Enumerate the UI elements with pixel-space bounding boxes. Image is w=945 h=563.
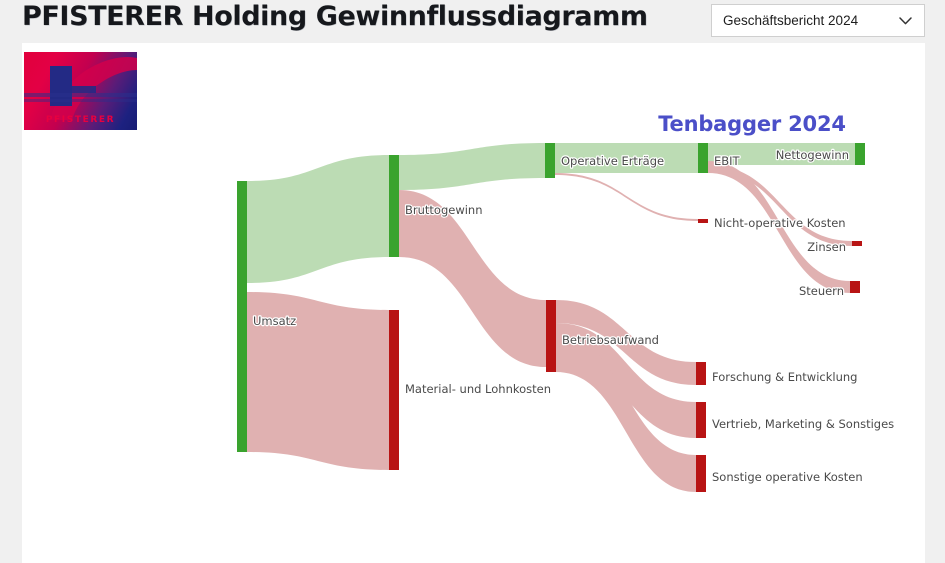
sankey-link [555,173,698,221]
sankey-node-label: Forschung & Entwicklung [712,370,857,384]
logo-wordmark: PFISTERER [45,115,116,125]
sankey-node-nicht_op[interactable] [698,219,708,223]
sankey-node-label: Sonstige operative Kosten [712,470,863,484]
sankey-node-material[interactable] [389,310,399,470]
app-header: PFISTERER Holding Gewinnflussdiagramm Ge… [0,0,945,43]
report-select[interactable]: Geschäftsbericht 2024 [711,4,925,37]
sankey-node-label: Steuern [799,284,844,298]
sankey-link [556,300,696,385]
sankey-node-label: Bruttogewinn [405,203,483,217]
sankey-node-zinsen[interactable] [852,241,862,246]
sankey-link [708,161,850,293]
sankey-node-label: Umsatz [253,314,296,328]
sankey-node-label: EBIT [714,154,741,168]
sankey-node-label: Vertrieb, Marketing & Sonstiges [712,417,894,431]
sankey-node-vertrieb[interactable] [696,402,706,438]
sankey-link [247,292,389,470]
sankey-node-label: Betriebsaufwand [562,333,659,347]
chevron-down-icon [894,4,916,37]
pfisterer-logo: PFISTERER [24,52,137,130]
sankey-node-nettogewinn[interactable] [855,143,865,165]
sankey-node-label: Material- und Lohnkosten [405,382,551,396]
sankey-node-steuern[interactable] [850,281,860,293]
page-title: PFISTERER Holding Gewinnflussdiagramm [22,1,648,32]
sankey-link [399,190,546,367]
sankey-links [247,143,855,492]
report-select-value: Geschäftsbericht 2024 [723,13,859,28]
sankey-node-label: Nicht-operative Kosten [714,216,846,230]
sankey-node-label: Nettogewinn [776,148,849,162]
sankey-node-fe[interactable] [696,362,706,385]
sankey-link [708,165,852,246]
sankey-nodes [237,143,865,492]
sankey-link [555,143,698,173]
sankey-node-op_ertraege[interactable] [545,143,555,178]
sankey-link [247,155,389,283]
sankey-node-label: Zinsen [807,240,846,254]
sankey-node-umsatz[interactable] [237,181,247,452]
logo-swoosh-icon [24,56,137,120]
sankey-node-bruttogewinn[interactable] [389,155,399,257]
sankey-node-label: Operative Erträge [561,154,664,168]
sankey-link [399,143,545,190]
sankey-node-ebit[interactable] [698,143,708,173]
sankey-link [556,335,696,492]
content-card: PFISTERER Tenbagger 2024 Umsatz Bruttogew… [22,43,925,563]
sankey-link [708,143,855,165]
sankey-node-betriebsauf[interactable] [546,300,556,372]
chart-title: Tenbagger 2024 [658,112,846,136]
sankey-node-sonstige[interactable] [696,455,706,492]
